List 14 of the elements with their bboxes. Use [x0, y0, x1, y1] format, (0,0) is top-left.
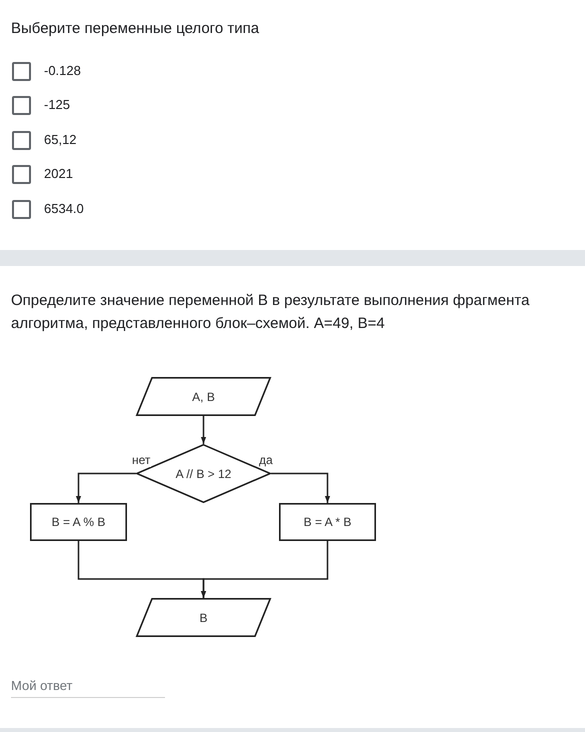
arrow	[76, 472, 136, 503]
arrow	[271, 472, 330, 503]
arrow	[200, 416, 206, 444]
answer-field: Мой ответ	[11, 676, 165, 698]
option-text: -125	[44, 97, 70, 113]
question-text: Выберите переменные целого типа	[11, 19, 260, 39]
arrow	[200, 541, 328, 598]
question-text: Определите значение переменной B в результате выполнения фрагмента алгоритма, представленного блок–схемой. A=49, B=4	[11, 291, 530, 334]
process-box: B = A % B	[30, 503, 127, 541]
option-text: 65,12	[44, 132, 77, 148]
option-text: -0.128	[44, 63, 81, 79]
option-text: 6534.0	[44, 201, 84, 217]
option-text: 2021	[44, 166, 73, 182]
process-box: B = A * B	[279, 503, 376, 541]
